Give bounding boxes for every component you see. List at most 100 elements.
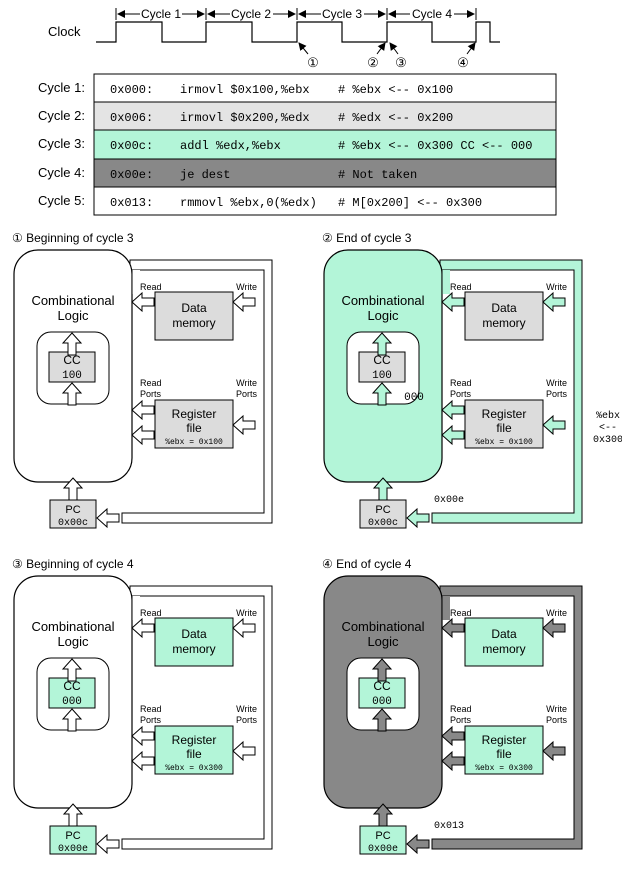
register-file-label: file [496,421,512,435]
marker-4: ④ [457,55,469,70]
write-label: Write [546,282,567,292]
panel-title: ② End of cycle 3 [322,231,412,245]
pc-next-value: 0x00e [434,495,464,506]
row-addr: 0x000: [110,83,153,97]
instruction-row-3: Cycle 3: 0x00c: addl %edx,%ebx # %ebx <-… [38,136,532,153]
instruction-row-2: Cycle 2: 0x006: irmovl $0x200,%edx # %ed… [38,108,453,125]
row-code: irmovl $0x100,%ebx [180,83,310,97]
data-memory-label: memory [172,642,215,656]
row-addr: 0x006: [110,111,153,125]
wire-stem [132,596,140,620]
marker-1: ① [307,55,319,70]
register-read-arrow-1 [441,399,465,421]
cc-up-arrow-bottom [371,382,393,406]
row-comment: # Not taken [338,168,417,182]
pc-label: PC [65,504,80,516]
row-label: Cycle 4: [38,165,85,180]
cycle-4-label: Cycle 4 [412,7,452,21]
write-label: Write [236,282,257,292]
timing-diagram: Clock Cycle 1 Cycle 2 Cycle 3 Cyc [48,6,500,70]
write-ports-label: Write [546,378,567,388]
row-code: rmmovl %ebx,0(%edx) [180,196,317,210]
data-memory-label: memory [172,316,215,330]
panel-title: ④ End of cycle 4 [322,557,412,571]
register-write-note: %ebx [596,410,620,422]
instruction-row-5: Cycle 5: 0x013: rmmovl %ebx,0(%edx) # M[… [38,193,482,210]
pc-input-arrow [96,833,120,855]
register-write-note: <-- [599,423,617,434]
instruction-table: Cycle 1: 0x000: irmovl $0x100,%ebx # %eb… [38,73,557,216]
write-ports-label: Ports [546,389,568,399]
comb-logic-label: Combinational [31,293,114,308]
cc-value: 100 [62,370,82,382]
row-label: Cycle 3: [38,136,85,151]
panel-3: ③ Beginning of cycle 4CombinationalLogic… [12,557,273,855]
instruction-row-1: Cycle 1: 0x000: irmovl $0x100,%ebx # %eb… [38,80,453,97]
cc-register [48,351,96,383]
row-label: Cycle 2: [38,108,85,123]
memory-write-arrow [542,617,566,639]
read-ports-label: Read [140,704,162,714]
write-ports-label: Write [546,704,567,714]
cc-label: CC [63,679,81,693]
read-ports-label: Ports [450,715,472,725]
row-addr: 0x013: [110,196,153,210]
register-file-label: Register [172,407,217,421]
feedback-wire [431,259,583,524]
row-code: addl %edx,%ebx [180,139,281,153]
register-read-arrow-2 [441,750,465,772]
read-ports-label: Ports [140,389,162,399]
memory-write-arrow [232,617,256,639]
pc-value: 0x00c [58,518,88,529]
read-label: Read [140,608,162,618]
panel-1: ① Beginning of cycle 3CombinationalLogic… [12,231,273,529]
row-comment: # %ebx <-- 0x100 [338,83,453,97]
panel-title: ③ Beginning of cycle 4 [12,557,134,571]
register-read-arrow-2 [131,750,155,772]
cc-label: CC [373,353,391,367]
pc-value: 0x00c [368,518,398,529]
register-file-label: file [186,421,202,435]
cc-label: CC [373,679,391,693]
cc-value: 100 [372,370,392,382]
write-ports-label: Ports [236,389,258,399]
read-ports-label: Read [450,704,472,714]
row-label: Cycle 5: [38,193,85,208]
read-label: Read [450,282,472,292]
register-write-arrow [232,740,256,762]
cc-register [48,677,96,709]
cc-up-arrow-bottom [61,382,83,406]
cc-register [358,677,406,709]
pc-up-arrow [62,477,84,501]
cycle-3-label: Cycle 3 [322,7,362,21]
comb-logic-label: Combinational [341,293,424,308]
register-read-arrow-1 [131,399,155,421]
row-comment: # %ebx <-- 0x300 CC <-- 000 [338,139,532,153]
marker-3: ③ [395,55,407,70]
write-label: Write [236,608,257,618]
register-file-label: file [496,747,512,761]
pc-next-value: 0x013 [434,821,464,832]
memory-read-arrow [441,291,465,313]
pc-label: PC [375,830,390,842]
write-ports-label: Write [236,378,257,388]
cc-label: CC [63,353,81,367]
memory-write-arrow [542,291,566,313]
memory-read-arrow [131,617,155,639]
row-label: Cycle 1: [38,80,85,95]
comb-logic-label: Logic [57,634,89,649]
wire-stem [442,270,450,294]
cc-value: 000 [372,696,392,708]
pc-up-arrow [62,803,84,827]
cc-up-arrow-top [61,332,83,356]
cc-register [358,351,406,383]
cc-value: 000 [62,696,82,708]
read-label: Read [450,608,472,618]
register-read-arrow-1 [441,725,465,747]
wire-stem [132,270,140,294]
read-label: Read [140,282,162,292]
register-file-label: file [186,747,202,761]
comb-logic-label: Logic [367,308,399,323]
feedback-wire [431,585,583,850]
